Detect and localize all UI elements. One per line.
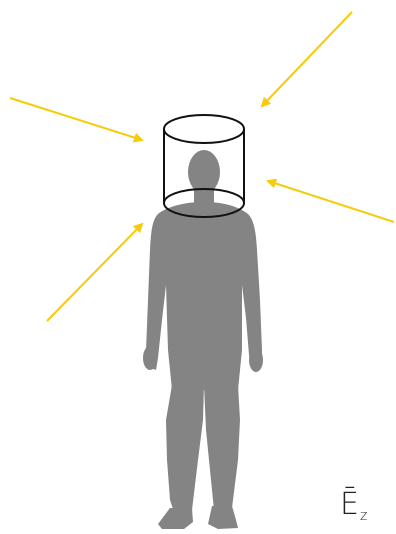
arrow-left	[10, 98, 142, 140]
arrow-bottom-left	[47, 224, 142, 321]
right-leg-shape	[204, 385, 240, 512]
illuminance-symbol-label: Ēz	[340, 490, 367, 520]
head-shape	[188, 150, 220, 194]
symbol-main-text: Ē	[340, 487, 359, 522]
left-hand-shape	[143, 346, 157, 370]
arrow-right	[268, 181, 394, 222]
left-leg-shape	[166, 385, 204, 514]
symbol-subscript-text: z	[360, 508, 367, 524]
person-silhouette-icon	[143, 150, 263, 529]
cylinder-top-ellipse	[164, 115, 244, 143]
arrow-top-right	[262, 12, 352, 106]
right-shoe-shape	[208, 506, 238, 529]
right-hand-shape	[249, 348, 263, 372]
torso-shape	[146, 202, 262, 390]
left-shoe-shape	[158, 508, 193, 529]
